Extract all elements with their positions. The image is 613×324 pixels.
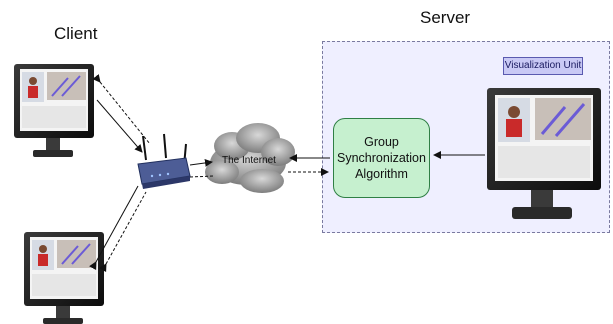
router-icon [137, 133, 191, 189]
client-monitor-bottom-icon [24, 232, 104, 324]
client-monitor-top-icon [14, 64, 94, 157]
client-label: Client [54, 24, 98, 43]
internet-label: The Internet [222, 155, 276, 166]
server-label: Server [420, 8, 471, 27]
cloud-icon [205, 123, 295, 193]
group-synchronization-algorithm-box: Group Synchronization Algorithm [333, 118, 430, 198]
connection-arrows [89, 74, 485, 273]
algorithm-line-3: Algorithm [355, 167, 408, 181]
server-monitor-icon [487, 88, 601, 219]
visualization-unit-badge: Visualization Unit [503, 57, 583, 75]
algorithm-line-2: Synchronization [337, 151, 426, 165]
algorithm-line-1: Group [364, 135, 399, 149]
